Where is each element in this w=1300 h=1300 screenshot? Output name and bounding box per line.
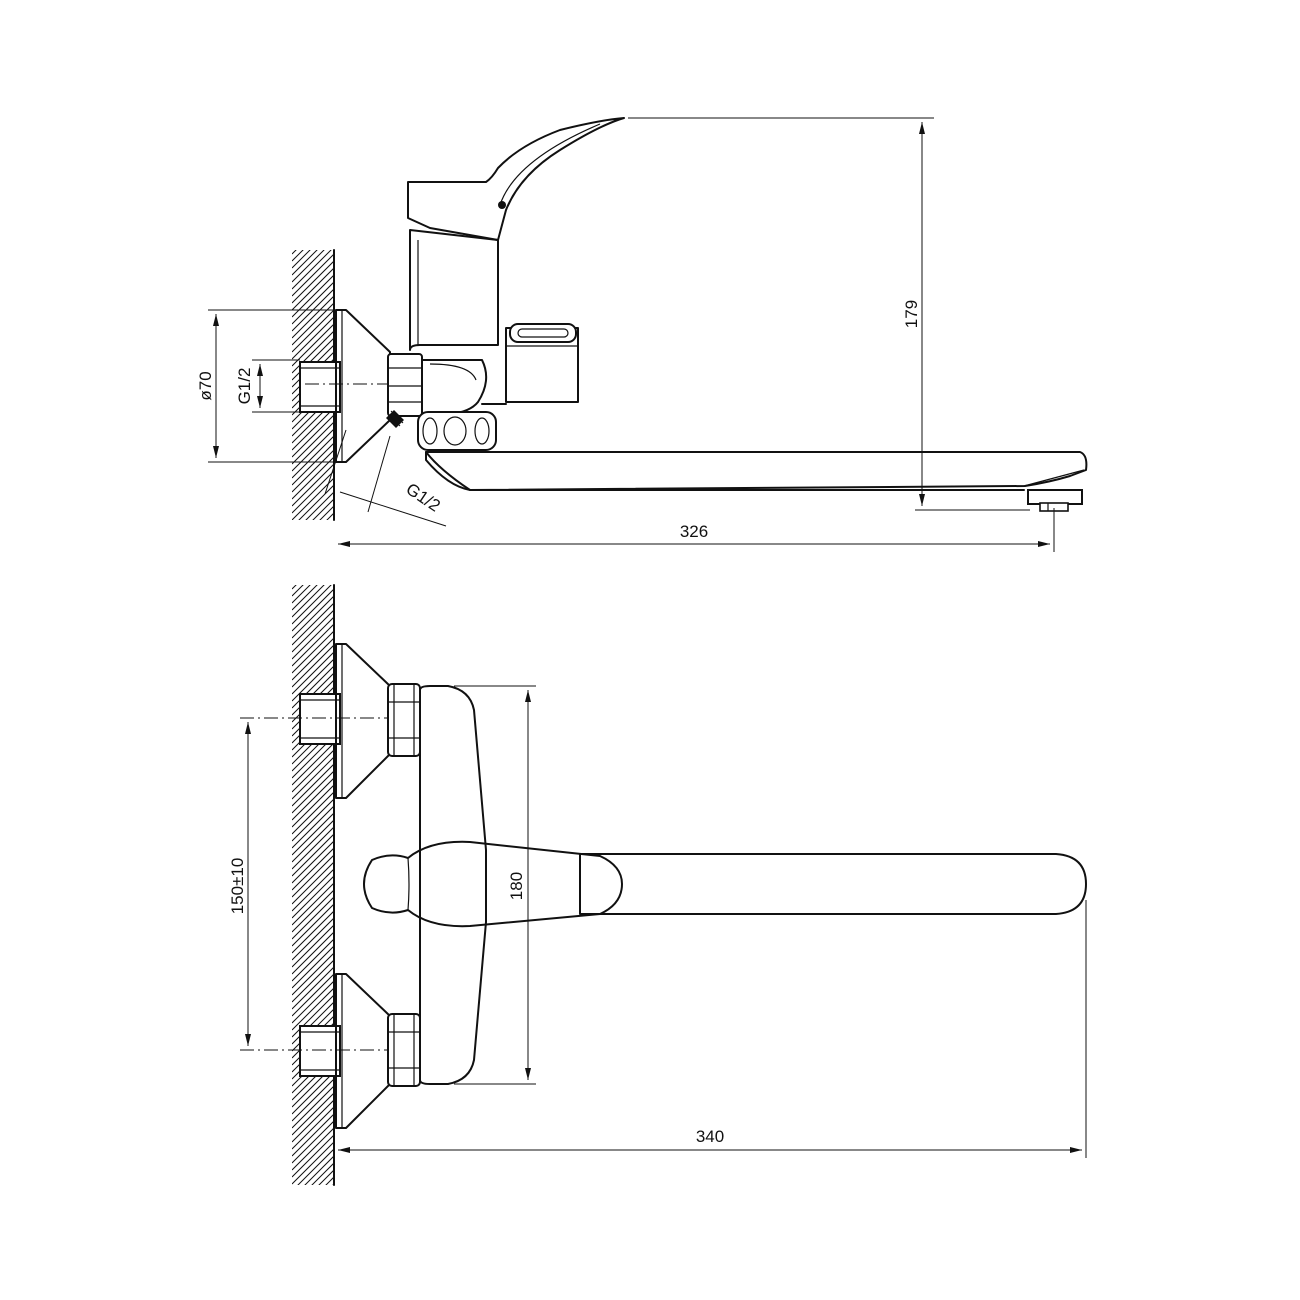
dimension-height: 179	[628, 117, 1030, 511]
dimension-reach-326-label: 326	[680, 522, 708, 541]
side-view: 179 ø70 G1/2 G1/2 326	[196, 117, 1088, 552]
dimension-flange-diameter: ø70	[196, 309, 346, 463]
inlet-lower-top-view	[240, 973, 421, 1129]
diverter-housing-side	[421, 359, 488, 415]
lever-handle-top-view[interactable]	[363, 840, 623, 928]
dimension-body-length: 180	[454, 685, 536, 1085]
diverter-button-side[interactable]	[505, 323, 579, 403]
inlet-pipe-side	[299, 361, 341, 413]
dimension-inlet-spacing-label: 150±10	[228, 858, 247, 915]
mixer-body-top-view	[419, 685, 487, 1085]
dimension-inlet-thread: G1/2	[235, 359, 300, 413]
dimension-reach-326: 326	[338, 508, 1055, 552]
mixer-body-side	[409, 229, 499, 351]
dimension-flange-diameter-label: ø70	[196, 371, 215, 400]
shower-outlet-thread	[386, 410, 404, 428]
spout-swivel-collar	[417, 411, 497, 451]
lever-handle-side	[407, 117, 625, 241]
spout-top-view[interactable]	[579, 853, 1087, 915]
dimension-inlet-thread-label: G1/2	[235, 368, 254, 405]
spout-side[interactable]	[425, 451, 1088, 491]
dimension-inlet-spacing: 150±10	[228, 722, 251, 1046]
dimension-body-length-label: 180	[507, 872, 526, 900]
aerator-side	[1027, 489, 1083, 512]
wall-hatch-bottom	[292, 584, 335, 1186]
dimension-total-reach: 340	[338, 900, 1087, 1158]
dimension-shower-thread-label: G1/2	[402, 479, 443, 515]
union-nut-side	[387, 353, 423, 417]
dimension-total-reach-label: 340	[696, 1127, 724, 1146]
dimension-height-label: 179	[902, 300, 921, 328]
inlet-upper-top-view	[240, 643, 421, 799]
flange-side	[335, 309, 391, 463]
top-view: 150±10 180 340	[228, 584, 1087, 1186]
